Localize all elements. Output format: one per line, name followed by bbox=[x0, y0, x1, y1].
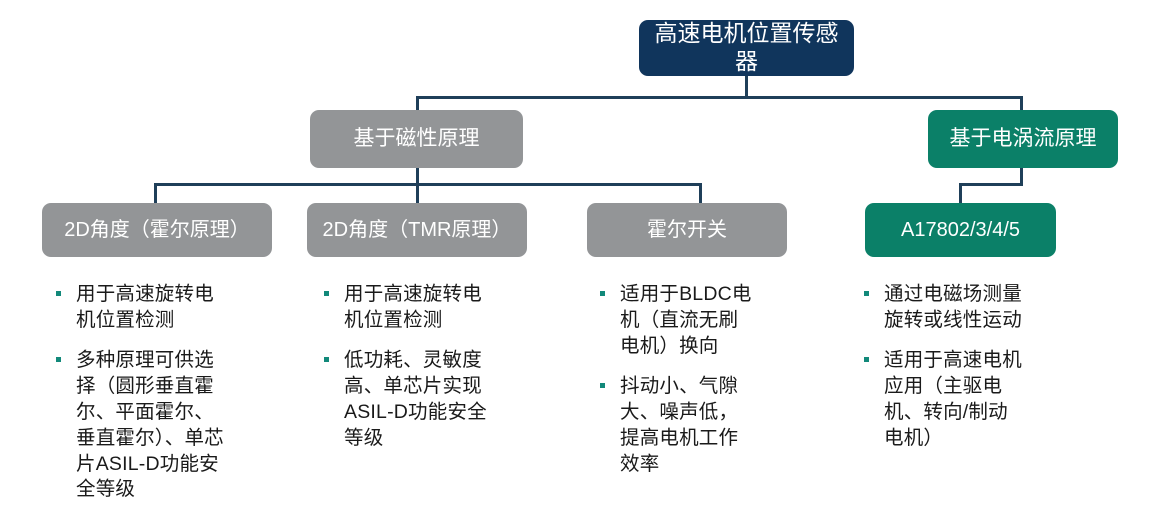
bullet-dot-icon bbox=[600, 291, 605, 296]
list-item-text: 用于高速旋转电机位置检测 bbox=[344, 283, 482, 331]
list-item-text: 通过电磁场测量旋转或线性运动 bbox=[884, 283, 1022, 331]
bullet-dot-icon bbox=[56, 291, 61, 296]
bullet-dot-icon bbox=[864, 291, 869, 296]
connector-to-eddy bbox=[1020, 96, 1023, 112]
list-item-text: 用于高速旋转电机位置检测 bbox=[76, 283, 214, 331]
connector-magnetic-stem bbox=[416, 168, 419, 205]
connector-root-stem bbox=[745, 76, 748, 97]
list-item: 低功耗、灵敏度高、单芯片实现ASIL-D功能安全等级 bbox=[312, 348, 492, 452]
list-item: 抖动小、气隙大、噪声低，提高电机工作效率 bbox=[588, 374, 753, 478]
connector-to-hall2d bbox=[154, 183, 157, 205]
connector-to-hallswitch bbox=[699, 183, 702, 205]
connector-level3-bar bbox=[154, 183, 702, 186]
list-item-text: 抖动小、气隙大、噪声低，提高电机工作效率 bbox=[620, 374, 739, 475]
bullet-list: 用于高速旋转电机位置检测 多种原理可供选择（圆形垂直霍尔、平面霍尔、垂直霍尔）、… bbox=[44, 282, 229, 503]
connector-to-a17802 bbox=[959, 183, 962, 205]
list-item: 用于高速旋转电机位置检测 bbox=[44, 282, 229, 334]
bullet-dot-icon bbox=[324, 356, 329, 362]
bullet-dot-icon bbox=[56, 356, 61, 362]
bullet-list: 适用于BLDC电机（直流无刷电机）换向 抖动小、气隙大、噪声低，提高电机工作效率 bbox=[588, 282, 753, 477]
bullet-dot-icon bbox=[600, 382, 605, 388]
node-a17802-series[interactable]: A17802/3/4/5 bbox=[865, 203, 1056, 257]
bullet-list: 用于高速旋转电机位置检测 低功耗、灵敏度高、单芯片实现ASIL-D功能安全等级 bbox=[312, 282, 492, 452]
list-item-text: 适用于BLDC电机（直流无刷电机）换向 bbox=[620, 283, 752, 357]
connector-level2-bar bbox=[416, 96, 1023, 99]
list-item: 多种原理可供选择（圆形垂直霍尔、平面霍尔、垂直霍尔）、单芯片ASIL-D功能安全… bbox=[44, 348, 229, 504]
bullet-list: 通过电磁场测量旋转或线性运动 适用于高速电机应用（主驱电机、转向/制动电机） bbox=[852, 282, 1027, 452]
node-root[interactable]: 高速电机位置传感器 bbox=[639, 20, 854, 76]
list-item: 用于高速旋转电机位置检测 bbox=[312, 282, 492, 334]
connector-to-magnetic bbox=[416, 96, 419, 112]
bullet-dot-icon bbox=[324, 291, 329, 296]
list-item: 适用于BLDC电机（直流无刷电机）换向 bbox=[588, 282, 753, 360]
list-item-text: 多种原理可供选择（圆形垂直霍尔、平面霍尔、垂直霍尔）、单芯片ASIL-D功能安全… bbox=[76, 348, 224, 501]
bullet-column-tmr2d: 用于高速旋转电机位置检测 低功耗、灵敏度高、单芯片实现ASIL-D功能安全等级 bbox=[312, 282, 492, 466]
bullet-column-hall2d: 用于高速旋转电机位置检测 多种原理可供选择（圆形垂直霍尔、平面霍尔、垂直霍尔）、… bbox=[44, 282, 229, 517]
connector-eddy-stem bbox=[1020, 168, 1023, 185]
list-item-text: 适用于高速电机应用（主驱电机、转向/制动电机） bbox=[884, 348, 1022, 449]
connector-eddy-bar bbox=[959, 183, 1023, 186]
node-magnetic-principle[interactable]: 基于磁性原理 bbox=[310, 110, 523, 168]
node-eddy-current-principle[interactable]: 基于电涡流原理 bbox=[928, 110, 1118, 168]
bullet-dot-icon bbox=[864, 356, 869, 362]
bullet-column-a17802: 通过电磁场测量旋转或线性运动 适用于高速电机应用（主驱电机、转向/制动电机） bbox=[852, 282, 1027, 466]
bullet-column-hall-switch: 适用于BLDC电机（直流无刷电机）换向 抖动小、气隙大、噪声低，提高电机工作效率 bbox=[588, 282, 753, 491]
node-hall-switch[interactable]: 霍尔开关 bbox=[587, 203, 787, 257]
node-2d-angle-tmr[interactable]: 2D角度（TMR原理） bbox=[307, 203, 527, 257]
list-item: 适用于高速电机应用（主驱电机、转向/制动电机） bbox=[852, 348, 1027, 452]
list-item: 通过电磁场测量旋转或线性运动 bbox=[852, 282, 1027, 334]
list-item-text: 低功耗、灵敏度高、单芯片实现ASIL-D功能安全等级 bbox=[344, 348, 487, 449]
node-2d-angle-hall[interactable]: 2D角度（霍尔原理） bbox=[42, 203, 272, 257]
